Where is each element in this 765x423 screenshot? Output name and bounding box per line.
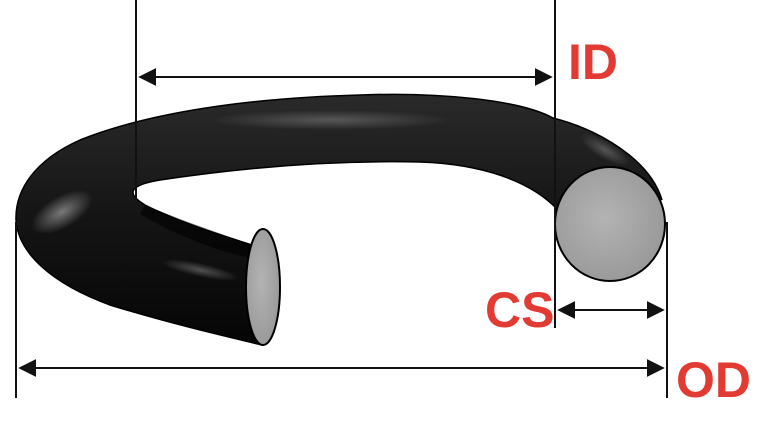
o-ring-body	[15, 93, 663, 346]
id-label: ID	[568, 34, 618, 90]
ring-inner-shadow	[140, 205, 268, 262]
left-cut-face	[245, 228, 281, 346]
ring-highlight-bottom	[160, 259, 240, 281]
ring-highlight-top	[210, 110, 450, 130]
ring-highlight-right	[580, 133, 630, 167]
right-cut-face	[554, 166, 666, 282]
od-label: OD	[676, 352, 751, 408]
extension-lines	[15, 0, 668, 398]
cs-label: CS	[485, 282, 554, 338]
ring-highlight-left	[31, 190, 93, 234]
